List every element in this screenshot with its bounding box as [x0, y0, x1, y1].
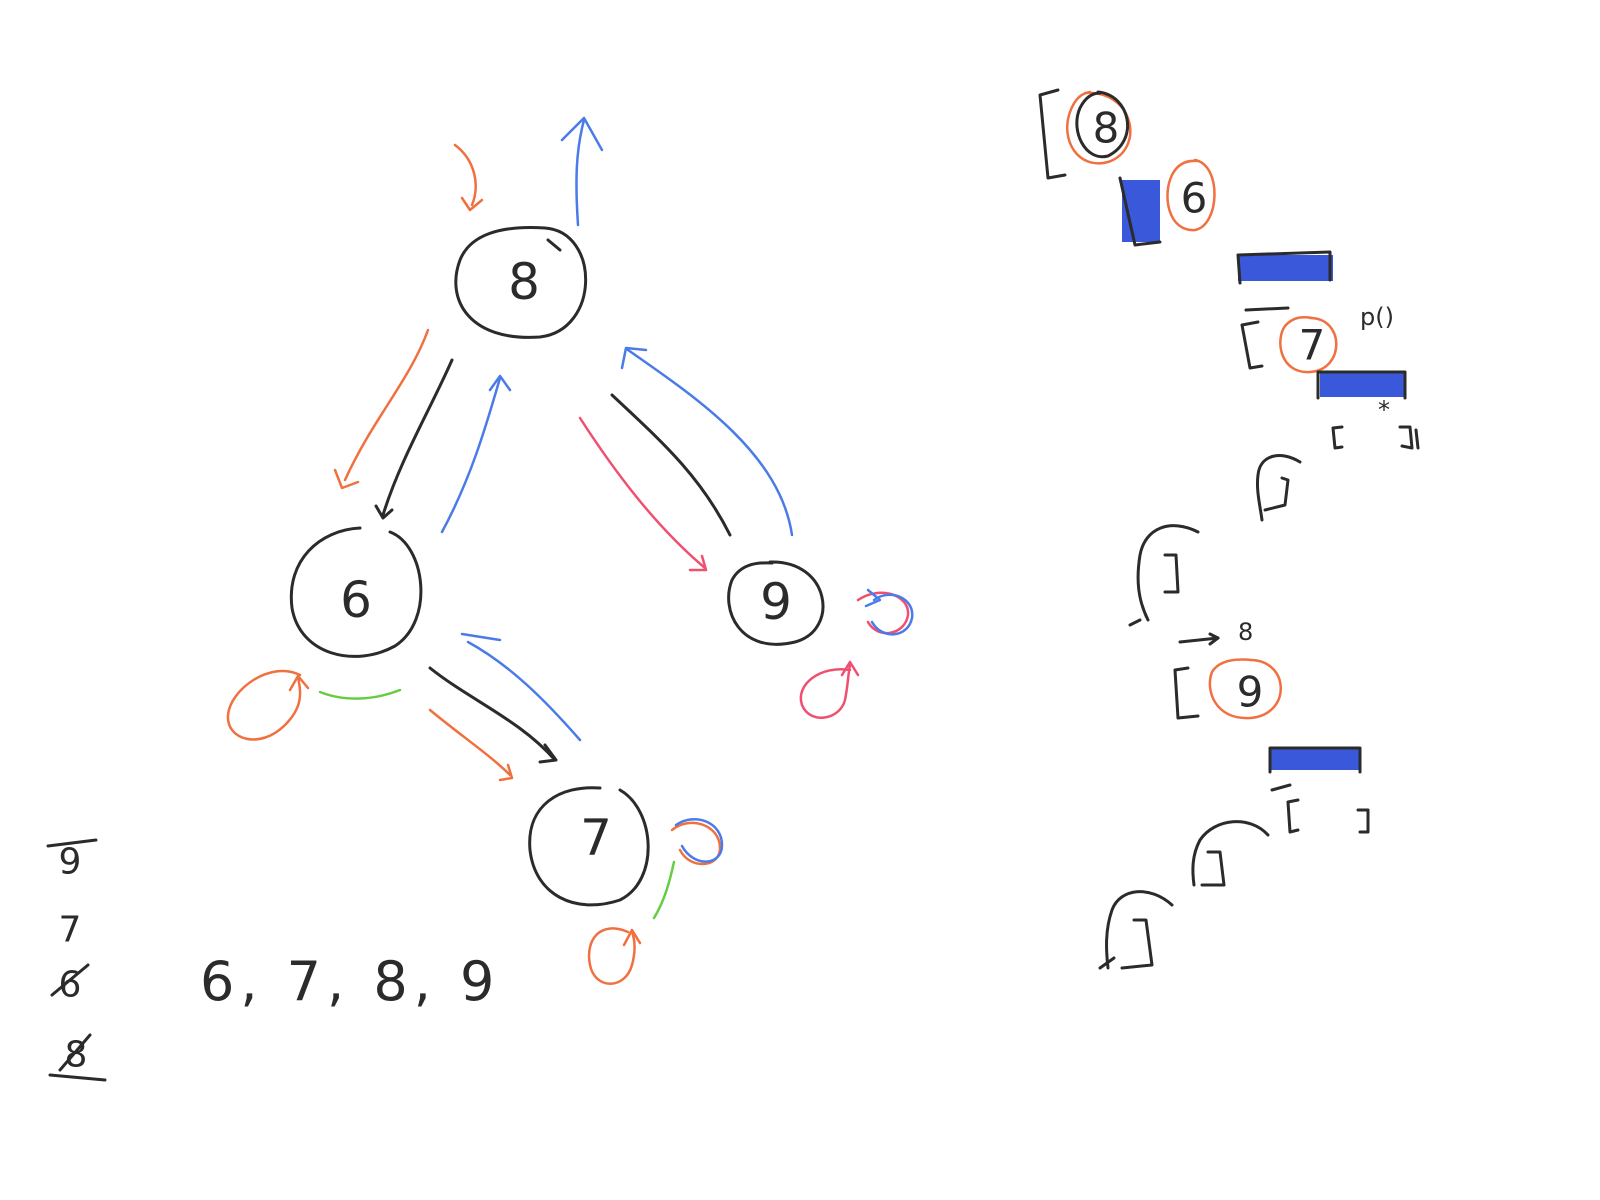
svg-text:7: 7 [1299, 321, 1326, 370]
star-mark: * [1378, 396, 1390, 424]
binary-tree: 8 6 9 7 [226, 116, 914, 985]
return-arc [1256, 454, 1302, 522]
edge-8-9 [610, 393, 732, 537]
call-stack-trace: 8 6 7 p() * [1038, 88, 1420, 970]
svg-text:9: 9 [760, 573, 792, 631]
call-frame-7: 7 p() [1240, 303, 1394, 374]
highlight-block [1238, 255, 1333, 281]
call-frame-6: 6 [1118, 158, 1216, 247]
arrow-target-label: 8 [1238, 618, 1253, 646]
crossed-stack-list: 9 7 6 8 [46, 838, 107, 1082]
edge-8-6 [381, 358, 454, 517]
arrow-to-8 [1178, 636, 1220, 644]
return-arc [1191, 820, 1270, 887]
svg-text:7: 7 [580, 809, 612, 867]
call-label: p() [1360, 303, 1394, 331]
tree-edges [374, 358, 732, 764]
tree-node-9: 9 [727, 560, 825, 646]
inorder-sequence: 6, 7, 8, 9 [200, 950, 500, 1013]
svg-text:6: 6 [1181, 174, 1208, 223]
svg-text:8: 8 [1093, 104, 1120, 153]
svg-text:8: 8 [508, 253, 540, 311]
traversal-blue-arrows [440, 116, 914, 863]
edge-6-7-arrowhead [538, 743, 558, 764]
edge-6-7 [428, 666, 557, 762]
edge-8-6-arrowhead [374, 504, 394, 520]
highlight-block [1270, 748, 1360, 770]
call-frame-8: 8 [1038, 88, 1132, 180]
svg-text:9: 9 [1237, 668, 1264, 717]
return-arc [1105, 890, 1174, 970]
traversal-green-marks [318, 688, 676, 920]
highlight-block [1320, 373, 1406, 397]
tree-node-8: 8 [454, 226, 588, 339]
stack-entry-2: 7 [59, 910, 82, 951]
call-frame-9: 9 [1173, 658, 1282, 720]
tree-node-6: 6 [289, 526, 423, 658]
stack-entry-1: 9 [59, 842, 82, 883]
return-arc [1136, 524, 1200, 622]
svg-text:6: 6 [340, 571, 372, 629]
traversal-orange-arrows [226, 143, 722, 985]
tree-node-7: 7 [528, 786, 650, 907]
